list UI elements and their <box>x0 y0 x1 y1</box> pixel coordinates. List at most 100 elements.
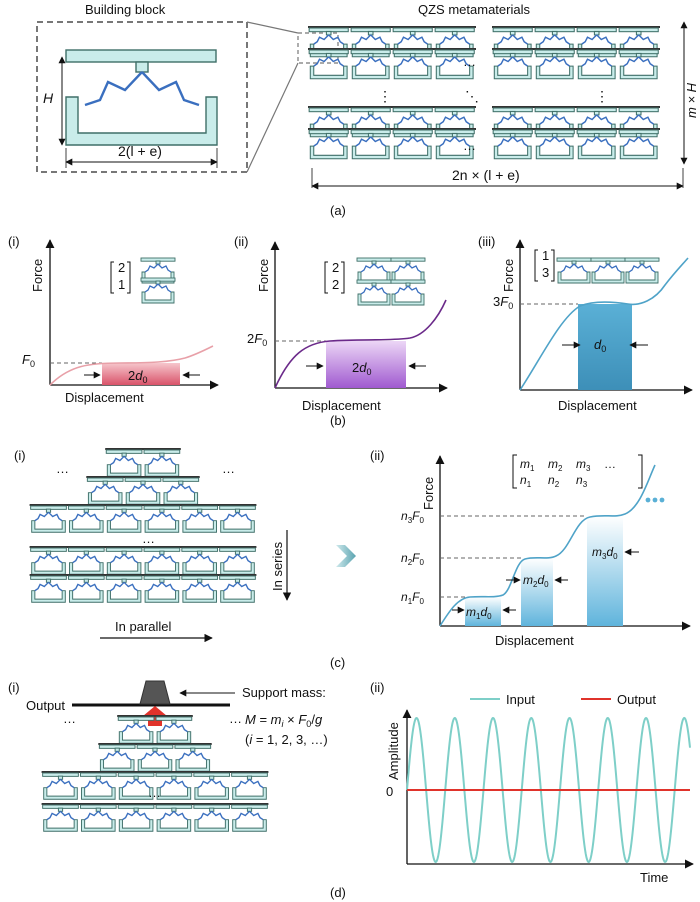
svg-text:n2: n2 <box>548 473 560 489</box>
svg-text:n3: n3 <box>576 473 588 489</box>
legend-input-label: Input <box>506 692 535 707</box>
ylabel-b-i: Force <box>30 259 45 292</box>
plateau-label-c-2: m2d0 <box>523 573 549 589</box>
plateau-label-b-ii: 2d0 <box>352 360 371 377</box>
plate <box>41 771 269 773</box>
plate <box>492 48 660 50</box>
building-block-unit <box>193 804 231 832</box>
ddots-a: ⋱ <box>465 88 479 104</box>
in-parallel-label: In parallel <box>115 619 171 634</box>
curve-b-iii <box>519 257 689 391</box>
tick-c-2: n2F0 <box>401 551 424 567</box>
plate <box>117 715 193 717</box>
building-block-unit <box>86 477 124 505</box>
plateau-label-b-i: 2d0 <box>128 368 147 385</box>
index-range: (i = 1, 2, 3, …) <box>245 732 328 747</box>
building-block-unit <box>218 575 257 603</box>
input-signal <box>406 716 691 864</box>
svg-text:m2: m2 <box>548 457 563 473</box>
panel-d: (i) Output Support mass: M = mi × F0/g (… <box>8 680 694 900</box>
building-block-unit <box>79 772 117 800</box>
plate <box>308 48 476 50</box>
building-block-unit <box>230 804 269 832</box>
caption-d: (d) <box>330 885 346 900</box>
building-block-unit <box>67 505 105 533</box>
plate <box>308 26 476 28</box>
support-mass-shape <box>139 680 171 705</box>
building-block-unit <box>105 547 143 575</box>
building-block-unit <box>143 449 181 477</box>
plate <box>29 504 257 506</box>
tag-b-i: (i) <box>8 234 20 249</box>
plate <box>29 546 257 548</box>
block-width-label: 2(l + e) <box>118 143 162 159</box>
building-block-unit <box>41 772 80 800</box>
building-block-unit <box>105 505 143 533</box>
building-block-unit <box>181 505 219 533</box>
plateau-b-ii <box>326 341 406 388</box>
building-block-unit <box>181 547 219 575</box>
tag-d-ii: (ii) <box>370 680 384 695</box>
xlabel-d: Time <box>640 870 668 885</box>
matrix-c: m1 m2 m3 … n1 n2 n3 <box>512 454 643 489</box>
qzs-metamaterial-array <box>308 26 660 160</box>
svg-text:m1: m1 <box>520 457 535 473</box>
building-block-unit <box>218 547 257 575</box>
building-block-unit <box>155 772 193 800</box>
total-width-label: 2n × (l + e) <box>452 167 520 183</box>
plate <box>41 803 269 805</box>
building-block-unit <box>79 804 117 832</box>
output-label: Output <box>26 698 65 713</box>
caption-b: (b) <box>330 413 346 428</box>
building-block-unit <box>98 744 136 772</box>
vdots-a1: ⋮ <box>378 88 392 104</box>
support-mass-label: Support mass: <box>242 685 326 700</box>
building-block-unit <box>29 575 68 603</box>
tag-b-iii: (iii) <box>478 234 495 249</box>
building-block-unit <box>174 744 212 772</box>
xlabel-b-iii: Displacement <box>558 398 637 413</box>
ylabel-c: Force <box>421 477 436 510</box>
tag-c-i: (i) <box>14 448 26 463</box>
building-block-unit <box>218 505 257 533</box>
building-block-unit <box>181 575 219 603</box>
tag-c-ii: (ii) <box>370 448 384 463</box>
mass-formula: M = mi × F0/g <box>245 712 323 729</box>
in-series-label: In series <box>270 541 285 591</box>
plate <box>308 106 476 108</box>
force-tick-b-ii: 2F0 <box>247 331 267 348</box>
building-block-unit <box>124 477 162 505</box>
xlabel-b-i: Displacement <box>65 390 144 405</box>
building-block-unit <box>143 505 181 533</box>
xlabel-b-ii: Displacement <box>302 398 381 413</box>
building-block-unit <box>162 477 200 505</box>
svg-text:…: … <box>604 457 616 471</box>
plateau-label-c-1: m1d0 <box>466 605 492 621</box>
vdots-a2: ⋮ <box>595 88 609 104</box>
svg-text:n1: n1 <box>520 473 532 489</box>
building-block-unit <box>105 449 143 477</box>
dots-c2: … <box>222 461 235 476</box>
plateau-b-iii <box>578 304 632 390</box>
panel-c: (i) … … … In series In parallel (ii) For… <box>14 448 691 670</box>
svg-text:m3: m3 <box>576 457 591 473</box>
building-block-frame <box>36 21 248 173</box>
qzs-metamaterials-title: QZS metamaterials <box>418 2 530 17</box>
building-block-unit <box>67 575 105 603</box>
building-block-large <box>65 49 218 146</box>
building-block-unit <box>67 547 105 575</box>
building-block-unit <box>143 547 181 575</box>
panel-a: Building block QZS metamaterials H 2(l +… <box>36 2 699 218</box>
zero-tick: 0 <box>386 784 393 799</box>
tag-b-ii: (ii) <box>234 234 248 249</box>
tick-c-1: n1F0 <box>401 590 424 606</box>
building-block-unit <box>41 804 80 832</box>
plate <box>86 476 200 478</box>
